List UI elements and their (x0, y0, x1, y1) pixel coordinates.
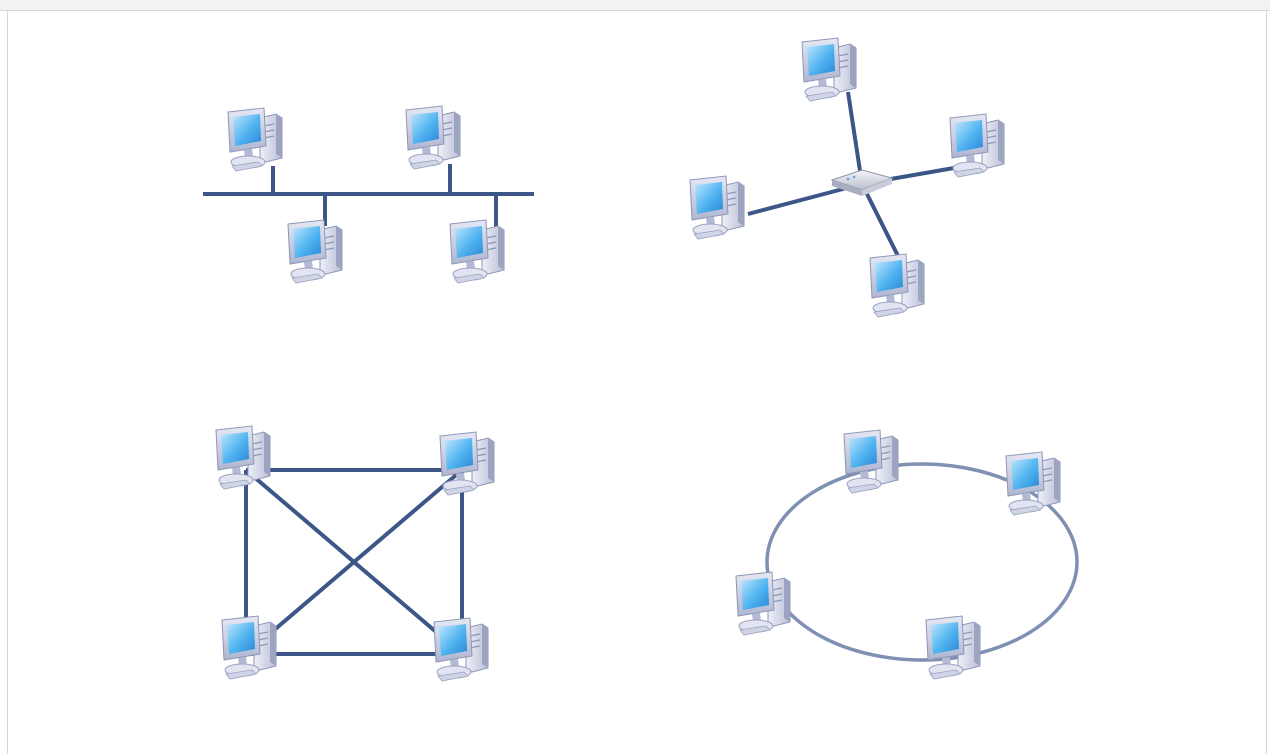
network-hub-icon (831, 169, 893, 197)
desktop-computer-icon (843, 429, 899, 494)
mesh-topology (244, 468, 464, 656)
frame-left-border (7, 10, 8, 754)
star-link-line (846, 91, 864, 185)
desktop-computer-icon (433, 617, 489, 682)
desktop-computer-icon (735, 571, 791, 636)
desktop-computer-icon (949, 113, 1005, 178)
ring-topology-loop (765, 462, 1079, 662)
window-top-band (0, 0, 1270, 11)
desktop-computer-icon (801, 37, 857, 102)
mesh-link-line (244, 468, 464, 656)
desktop-computer-icon (439, 431, 495, 496)
bus-topology (203, 164, 534, 228)
desktop-computer-icon (869, 253, 925, 318)
star-link-line (860, 183, 904, 265)
desktop-computer-icon (1005, 451, 1061, 516)
desktop-computer-icon (287, 219, 343, 284)
desktop-computer-icon (925, 615, 981, 680)
desktop-computer-icon (227, 107, 283, 172)
desktop-computer-icon (449, 219, 505, 284)
frame-right-border (1266, 10, 1267, 754)
desktop-computer-icon (215, 425, 271, 490)
desktop-computer-icon (689, 175, 745, 240)
desktop-computer-icon (405, 105, 461, 170)
desktop-computer-icon (221, 615, 277, 680)
